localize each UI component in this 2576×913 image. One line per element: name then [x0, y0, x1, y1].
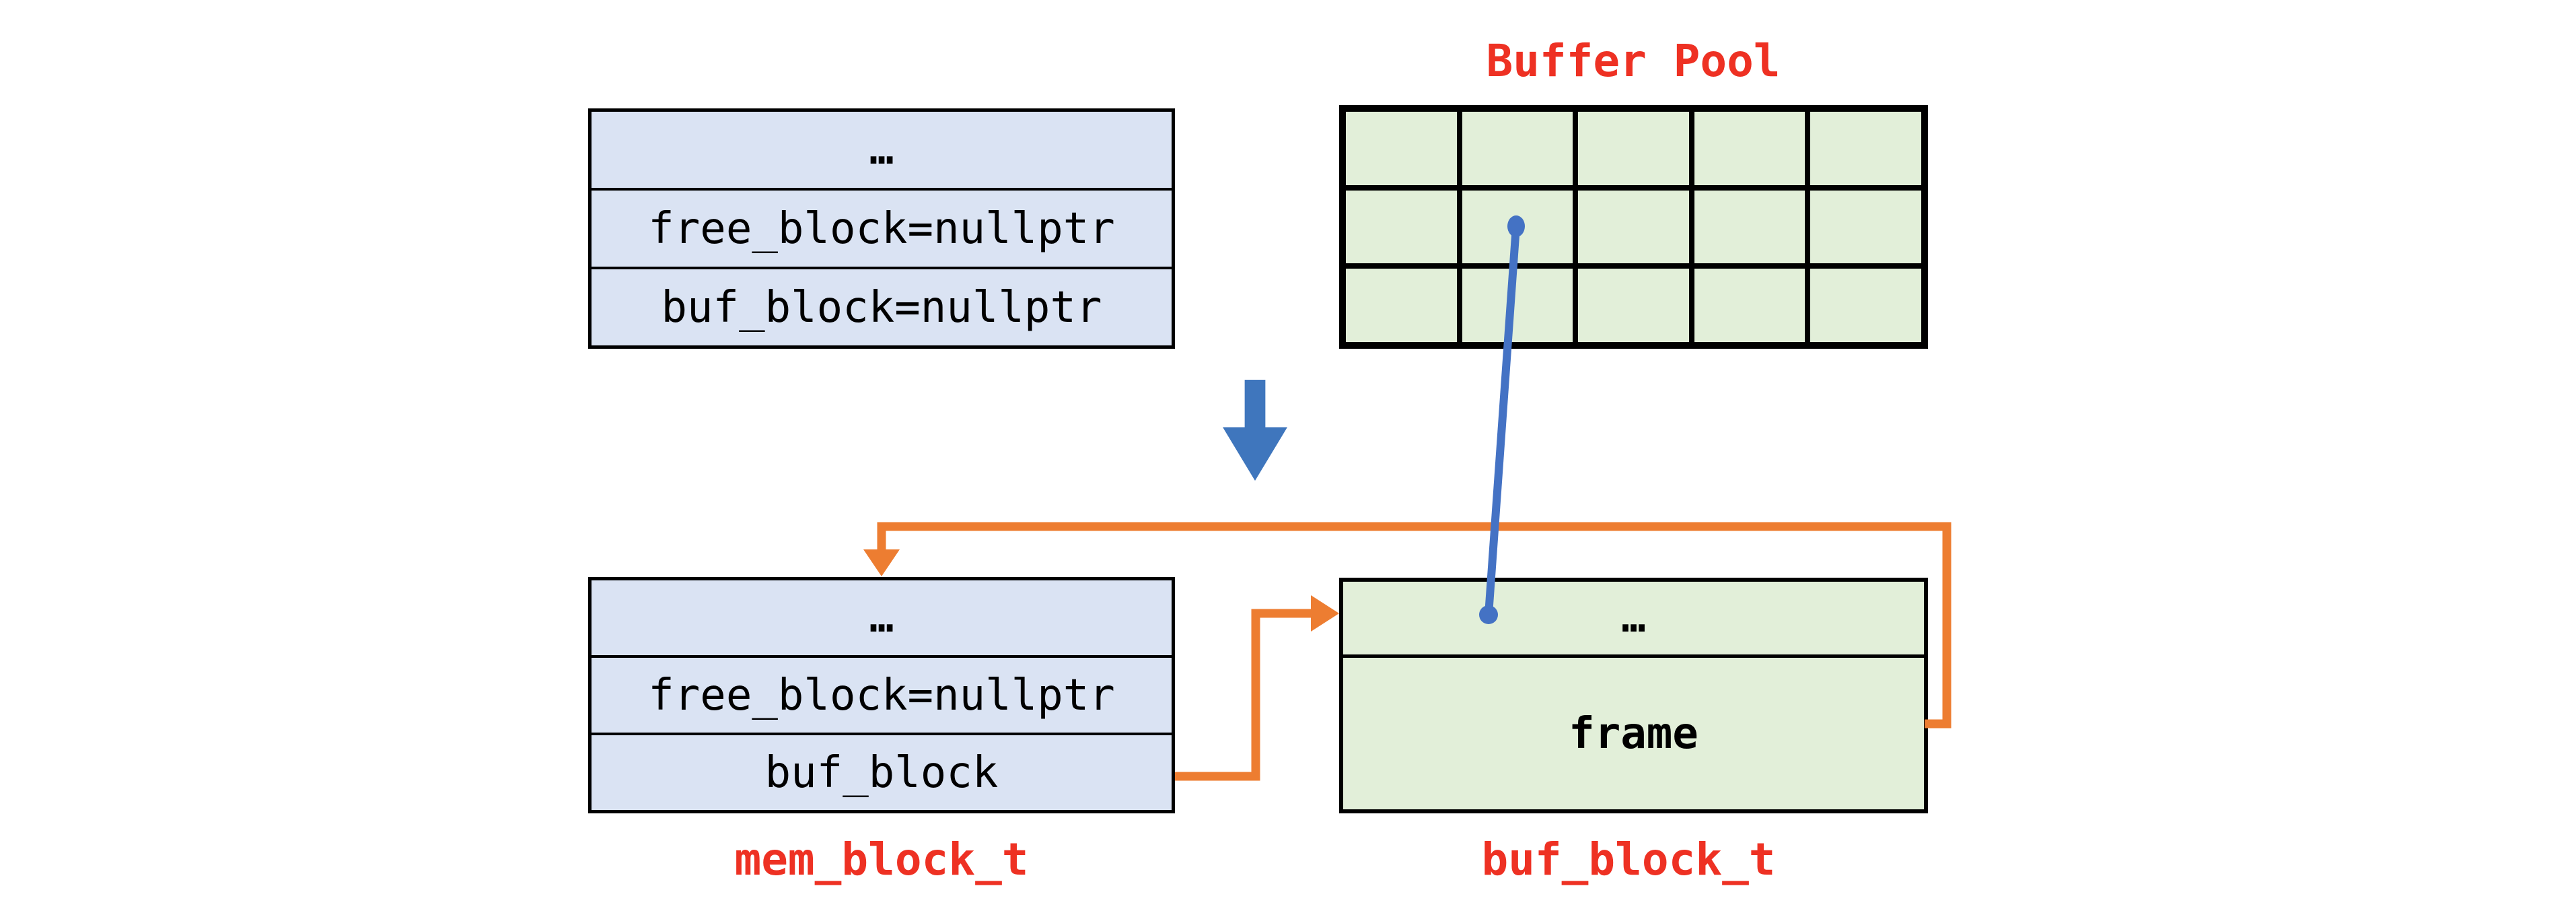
buffer-pool-grid	[1339, 105, 1928, 349]
mem-block-table: … free_block=nullptr buf_block	[588, 577, 1175, 813]
pool-cell	[1578, 269, 1689, 342]
pool-cell	[1694, 269, 1805, 342]
table-row-ellipsis: …	[869, 594, 894, 642]
table-row-ellipsis: …	[1343, 582, 1924, 658]
initial-mem-block-table: … free_block=nullptr buf_block=nullptr	[588, 108, 1175, 349]
pool-cell	[1346, 112, 1457, 185]
table-row-free-block-nullptr: free_block=nullptr	[592, 655, 1172, 733]
pool-cell	[1694, 190, 1805, 264]
pool-cell	[1462, 112, 1573, 185]
pool-cell	[1462, 190, 1573, 264]
pool-cell	[1462, 269, 1573, 342]
table-row-buf-block-nullptr: buf_block=nullptr	[592, 267, 1172, 345]
pool-cell	[1810, 112, 1921, 185]
pool-cell	[1346, 269, 1457, 342]
pool-cell	[1694, 112, 1805, 185]
pool-cell	[1578, 112, 1689, 185]
table-row-buf-block: buf_block	[592, 733, 1172, 810]
pool-cell	[1578, 190, 1689, 264]
orange-pointer-buf-block-to-buf-block-t	[1175, 595, 1339, 781]
mem-block-t-label: mem_block_t	[734, 834, 1029, 885]
table-row-free-block-nullptr: free_block=nullptr	[592, 188, 1172, 267]
down-arrow-icon	[1223, 380, 1287, 481]
table-row-frame: frame	[1569, 708, 1698, 759]
pool-cell	[1810, 269, 1921, 342]
buf-block-table: … frame	[1339, 578, 1928, 813]
pool-cell	[1810, 190, 1921, 264]
table-row-ellipsis: …	[869, 126, 894, 174]
buf-block-t-label: buf_block_t	[1481, 834, 1776, 885]
buffer-pool-title: Buffer Pool	[1486, 35, 1781, 87]
pool-cell	[1346, 190, 1457, 264]
